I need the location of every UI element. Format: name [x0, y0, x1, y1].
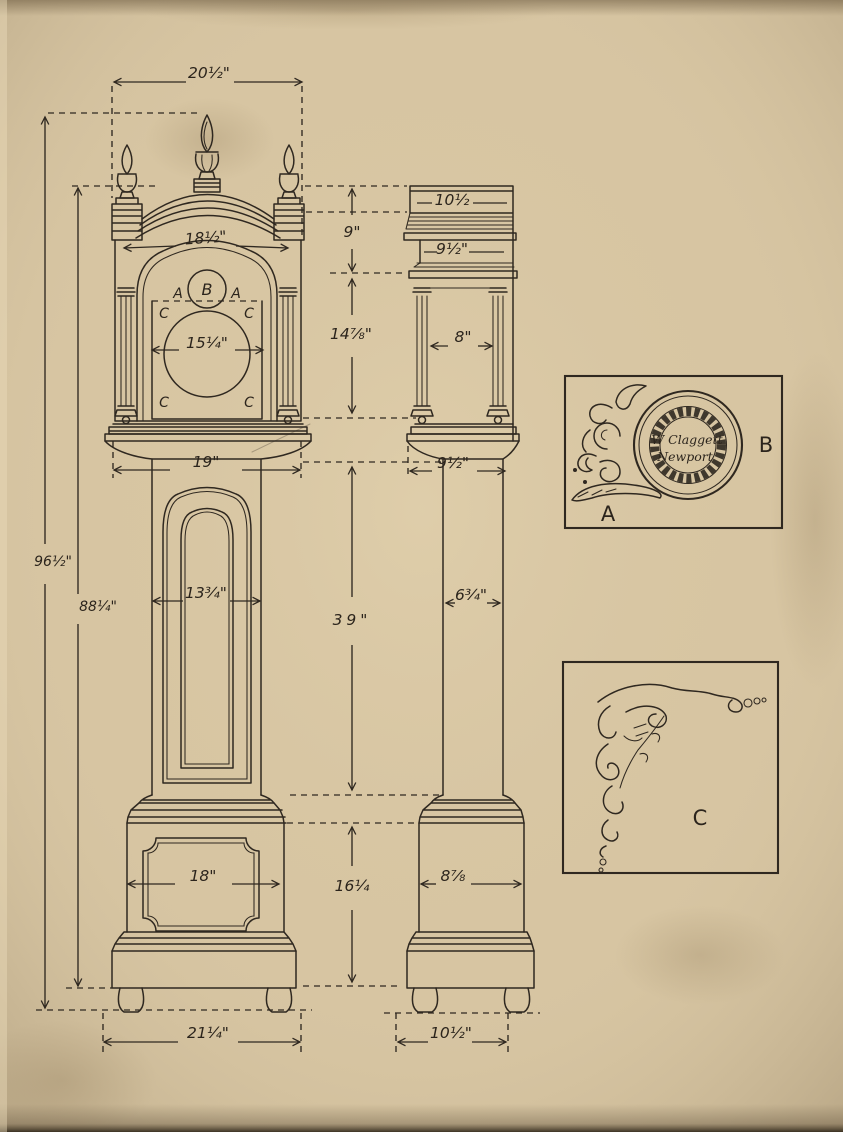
dim-waist-width: 13¾"	[185, 584, 227, 602]
dial-circle	[163, 310, 251, 398]
spandrel-letter-left: A	[172, 286, 183, 302]
dim-waist-depth: 6¾"	[455, 586, 487, 604]
side-foot-left	[411, 987, 439, 1013]
side-hood-columns	[410, 287, 510, 425]
panel-label-c: C	[693, 806, 708, 830]
dim-case-height: 88¼"	[79, 599, 117, 615]
dim-hood-height: 14⅞"	[330, 325, 372, 343]
panel-ab-border	[563, 374, 784, 530]
spandrel-ornament-a	[571, 384, 662, 502]
side-waist	[442, 458, 504, 796]
dim-hood-arch: 18½"	[184, 228, 227, 249]
dim-base-depth: 8⅞	[441, 867, 466, 885]
corner-ornament-c	[595, 683, 767, 873]
nameplate-maker: W Claggett	[651, 432, 723, 447]
front-foot-right	[265, 987, 293, 1013]
front-waist	[151, 458, 262, 796]
corner-letter-tr: C	[244, 306, 254, 322]
dim-base-panel-width: 18"	[190, 867, 217, 885]
nameplate-detail-b: W Claggett Newport	[632, 389, 744, 501]
side-base	[406, 794, 535, 1013]
dim-frieze-depth: 9½"	[436, 240, 468, 258]
part-letters: A B A C C C C	[159, 280, 254, 411]
front-elevation	[104, 114, 312, 1013]
front-finials	[116, 114, 300, 199]
front-hood-base-moulding	[104, 423, 312, 460]
corner-letter-tl: C	[159, 306, 169, 322]
spandrel-letter-right: A	[230, 286, 241, 302]
panel-label-b: B	[759, 433, 773, 457]
front-hood	[114, 239, 302, 422]
dim-base-overall-depth: 10½"	[430, 1024, 472, 1042]
dim-waist-top-depth: 9½"	[437, 454, 469, 472]
dim-finial-span: 20½"	[188, 64, 230, 82]
boss-circle	[187, 269, 227, 309]
base-panel	[142, 837, 260, 932]
front-foot-left	[117, 987, 145, 1013]
dim-cornice-depth: 10½	[435, 191, 470, 209]
side-cornice	[403, 185, 518, 442]
side-elevation	[403, 185, 535, 1013]
construction-dashed-lines	[36, 86, 540, 1057]
panel-label-a: A	[601, 502, 616, 526]
dim-hood-panel: 8"	[455, 328, 472, 346]
dim-base-height: 16¼	[335, 877, 370, 895]
dimension-labels: 20½" 18½" 15¼" 19" 13¾" 18" 21¼" 96½" 88…	[34, 64, 487, 1042]
panel-c-border	[561, 660, 780, 875]
front-base	[111, 794, 297, 1013]
nameplate-place: Newport	[656, 449, 714, 464]
side-foot-right	[503, 987, 531, 1013]
detail-panel-c: C	[561, 660, 780, 875]
side-hood-base-moulding	[406, 423, 520, 460]
corner-letter-bl: C	[159, 395, 169, 411]
dim-base-width: 21¼"	[187, 1024, 229, 1042]
front-hood-columns	[114, 287, 300, 425]
dim-dial-width: 15¼"	[186, 334, 228, 352]
corner-letter-br: C	[244, 395, 254, 411]
dial-plate	[151, 300, 263, 420]
dim-overall-height: 96½"	[34, 554, 72, 570]
dimension-annotations	[40, 77, 523, 1047]
front-bonnet	[111, 178, 305, 241]
detail-panel-ab: W Claggett Newport A B	[563, 374, 784, 530]
dim-cornice-height: 9"	[344, 223, 361, 241]
boss-letter: B	[202, 280, 213, 299]
dim-hood-base-width: 19"	[193, 453, 220, 471]
dim-waist-height: 39"	[333, 611, 372, 629]
